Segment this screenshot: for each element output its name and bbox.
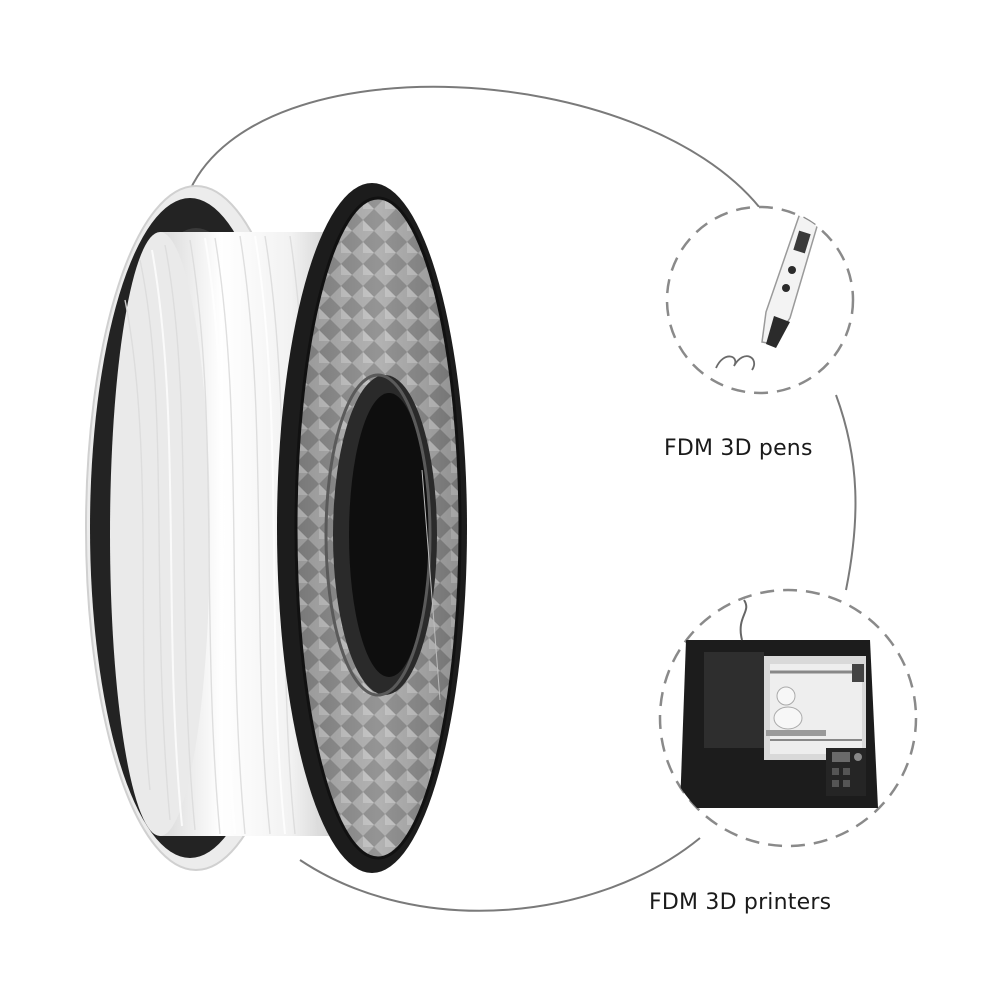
pens-label: FDM 3D pens (664, 436, 813, 461)
printer-callout (658, 588, 918, 848)
connector-arc-bottom (299, 837, 701, 912)
3d-printer-icon (680, 599, 878, 808)
connector-line-between (835, 394, 857, 591)
spool (85, 183, 467, 873)
connector-arc (189, 85, 761, 209)
pen-callout (665, 205, 855, 395)
3d-pen-icon (715, 207, 827, 371)
printers-label: FDM 3D printers (649, 890, 832, 915)
